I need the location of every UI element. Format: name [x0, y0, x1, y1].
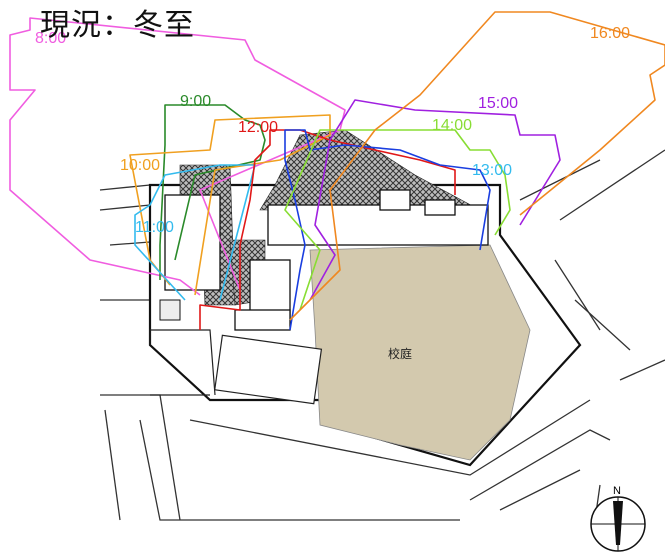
hour-label-12: 12:00 — [238, 119, 278, 136]
hour-label-13: 13:00 — [472, 162, 512, 179]
hour-label-15: 15:00 — [478, 95, 518, 112]
hour-label-16: 16:00 — [590, 25, 630, 42]
building-extension — [159, 299, 181, 321]
buildings — [164, 189, 489, 331]
shadow-line-13 — [284, 129, 491, 331]
hour-label-11: 11:00 — [135, 219, 174, 236]
hour-label-8: 8:00 — [35, 30, 66, 47]
north-arrow: N — [590, 485, 646, 552]
parking-area — [214, 334, 323, 405]
hour-shadow-lines — [9, 11, 665, 331]
shadow-line-15 — [309, 99, 561, 301]
page-title: 現況：冬至 — [40, 8, 195, 43]
shadow-line-16 — [289, 11, 665, 321]
courtyard-label: 校庭 — [388, 346, 412, 361]
inner-lot — [149, 329, 216, 396]
hour-label-14: 14:00 — [432, 117, 472, 134]
shadow-line-14 — [284, 129, 511, 311]
hour-label-10: 10:00 — [120, 157, 160, 174]
shadow-line-12 — [199, 129, 456, 330]
hour-labels: 8:00 9:00 10:00 11:00 12:00 13:00 14:00 … — [35, 25, 630, 236]
hour-label-9: 9:00 — [180, 93, 211, 110]
north-label: N — [613, 485, 621, 497]
shadow-line-11 — [134, 164, 256, 301]
courtyard — [309, 244, 531, 461]
